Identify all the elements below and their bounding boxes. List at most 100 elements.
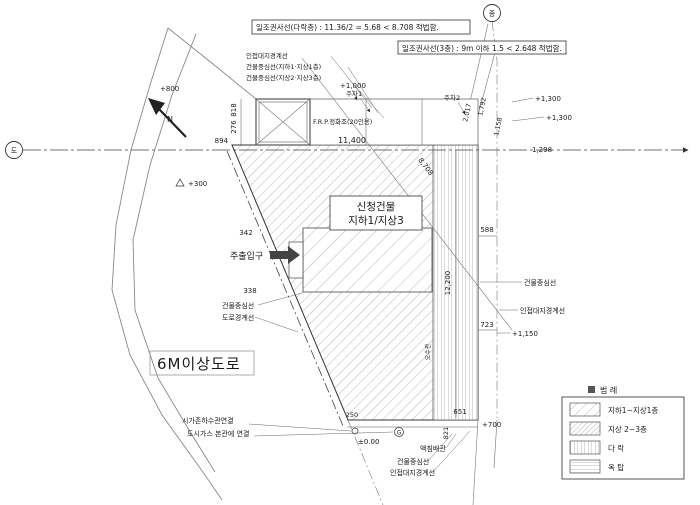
note-daylight-3f-box xyxy=(397,40,567,55)
dim-1158: 1,158 xyxy=(492,117,504,137)
level-1300b-leader xyxy=(511,116,545,122)
callout-center-right: 건물중심선 xyxy=(524,278,556,287)
building-label-box xyxy=(329,195,423,231)
datum-circle-top xyxy=(483,4,501,22)
level-300: +300 xyxy=(188,180,207,188)
level-800: +800 xyxy=(160,85,179,93)
callout-center-bottom-leader xyxy=(427,433,453,462)
gas-line xyxy=(253,431,394,437)
legend-swatch-roof xyxy=(569,459,601,474)
main-entrance-arrow xyxy=(270,246,300,264)
dim-894: 894 xyxy=(215,137,229,145)
lot-line-south-1 xyxy=(472,419,479,505)
site-boundary-west-outer xyxy=(111,27,223,501)
sewer-manhole xyxy=(351,427,359,435)
legend-title-icon xyxy=(588,386,595,393)
site-boundary-west-inner xyxy=(132,33,216,473)
legend-item-b1-g1: 지하1~지상1층 xyxy=(608,405,658,415)
road-label-box xyxy=(149,350,255,376)
callout-center-b1-g1: 건물중심선(지하1·지상1층) xyxy=(246,62,321,71)
pipe-label: 액침배관 xyxy=(420,444,446,453)
level-1300a: +1,300 xyxy=(535,95,561,103)
north-arrow-head xyxy=(148,98,165,115)
legend-swatch-g2-g3 xyxy=(569,421,601,436)
dim-250: 250 xyxy=(346,411,358,419)
level-zero: ±0.00 xyxy=(358,438,379,446)
callout-road-boundary: 도로경계선 xyxy=(222,313,254,322)
dim-276: 276 xyxy=(230,120,238,134)
site-boundary-east-lower xyxy=(493,419,498,469)
dim-1298: 1,298 xyxy=(532,146,552,154)
sewer-line xyxy=(248,423,352,432)
dim-651: 651 xyxy=(453,408,466,416)
pipe-leader xyxy=(445,433,457,449)
callout-center-left: 건물중심선 xyxy=(222,301,254,310)
building-attic-strip xyxy=(432,144,479,421)
dim-588: 588 xyxy=(480,226,493,234)
dim-1792: 1,792 xyxy=(476,97,488,117)
frp-tank-diag-2 xyxy=(255,98,311,146)
parking2-arrow xyxy=(457,101,466,115)
dim-2017: 2,017 xyxy=(461,103,473,123)
dim-342: 342 xyxy=(239,229,252,237)
dim-11400: 11,400 xyxy=(338,136,366,145)
parking2-label: 주차2 xyxy=(444,93,460,102)
legend-title: 범 례 xyxy=(600,385,617,395)
frp-tank-label: F.R.P.정화조(20인용) xyxy=(313,117,372,126)
level-1000: +1,000 xyxy=(340,82,366,90)
legend-item-g2-g3: 지상 2~3층 xyxy=(608,424,647,434)
datum-left-label: 도 xyxy=(11,147,18,155)
note-daylight-3f: 일조권사선(3층) : 9m 이하 1.5 < 2.648 적법함. xyxy=(402,43,562,53)
gas-valve-circle xyxy=(394,427,404,437)
note-daylight-attic-box xyxy=(251,19,471,35)
building-floors: 지하1/지상3 xyxy=(348,214,404,227)
callout-center-left-leader xyxy=(257,292,303,306)
callout-adjacent-bottom: 인접대지경계선 xyxy=(390,468,435,477)
dim-818: 818 xyxy=(230,103,238,116)
dim-338: 338 xyxy=(243,287,256,295)
level-1300b: +1,300 xyxy=(546,114,572,122)
legend-swatch-b1-g1 xyxy=(569,402,601,417)
datum-circle-left xyxy=(5,141,23,159)
north-arrow-shaft xyxy=(157,107,187,138)
level-1150: +1,150 xyxy=(512,330,538,338)
soil-pipe-label: 오수관 xyxy=(424,343,432,360)
callout-center-bottom: 건물중심선 xyxy=(397,457,429,466)
callout-center-g2-g3: 건물중심선(지상2·지상3층) xyxy=(246,73,321,82)
callout-road-boundary-leader xyxy=(254,316,299,333)
daylight-diagonal xyxy=(301,57,513,331)
parking1-label: 주차1 xyxy=(346,89,362,98)
dim-821: 821 xyxy=(442,427,450,439)
callout-leader-2 xyxy=(347,66,379,114)
gas-valve-label: G xyxy=(397,430,402,437)
road-edge-south xyxy=(347,419,384,505)
site-boundary-north xyxy=(167,27,257,100)
north-label: N xyxy=(167,115,173,124)
road-label: 6M이상도로 xyxy=(157,355,241,373)
callout-adjacent-right: 인접대지경계선 xyxy=(520,306,565,315)
gas-connect-label: 도시가스 본관에 연결 xyxy=(187,429,249,438)
parking1-arrow xyxy=(359,97,371,113)
callout-adjacent-boundary-top: 인접대지경계선 xyxy=(246,51,288,60)
parking-strip xyxy=(309,98,479,146)
level-1000-arrow xyxy=(351,89,358,101)
sewer-connect-label: 시가존하수관연결 xyxy=(182,416,234,425)
level-1300a-leader xyxy=(511,97,534,103)
main-entrance-label: 주출입구 xyxy=(230,250,263,262)
building-upper-floors xyxy=(302,227,433,293)
legend-item-roof: 옥 탑 xyxy=(608,463,624,472)
legend-swatch-attic xyxy=(569,440,601,455)
dim-723: 723 xyxy=(480,321,493,329)
building-name: 신청건물 xyxy=(357,201,396,213)
level-300-marker xyxy=(175,178,185,187)
callout-leader-3 xyxy=(347,77,385,119)
datum-top-label: 종 xyxy=(489,10,496,18)
frp-tank-box-inner xyxy=(258,101,308,143)
callout-adjacent-bottom-leader xyxy=(432,430,471,473)
legend-item-attic: 다 락 xyxy=(608,444,624,453)
note-daylight-attic: 일조권사선(다락층) : 11.36/2 = 5.68 < 8.708 적법함. xyxy=(256,22,439,32)
site-boundary-east xyxy=(491,20,498,418)
road-boundary-line xyxy=(226,150,344,427)
